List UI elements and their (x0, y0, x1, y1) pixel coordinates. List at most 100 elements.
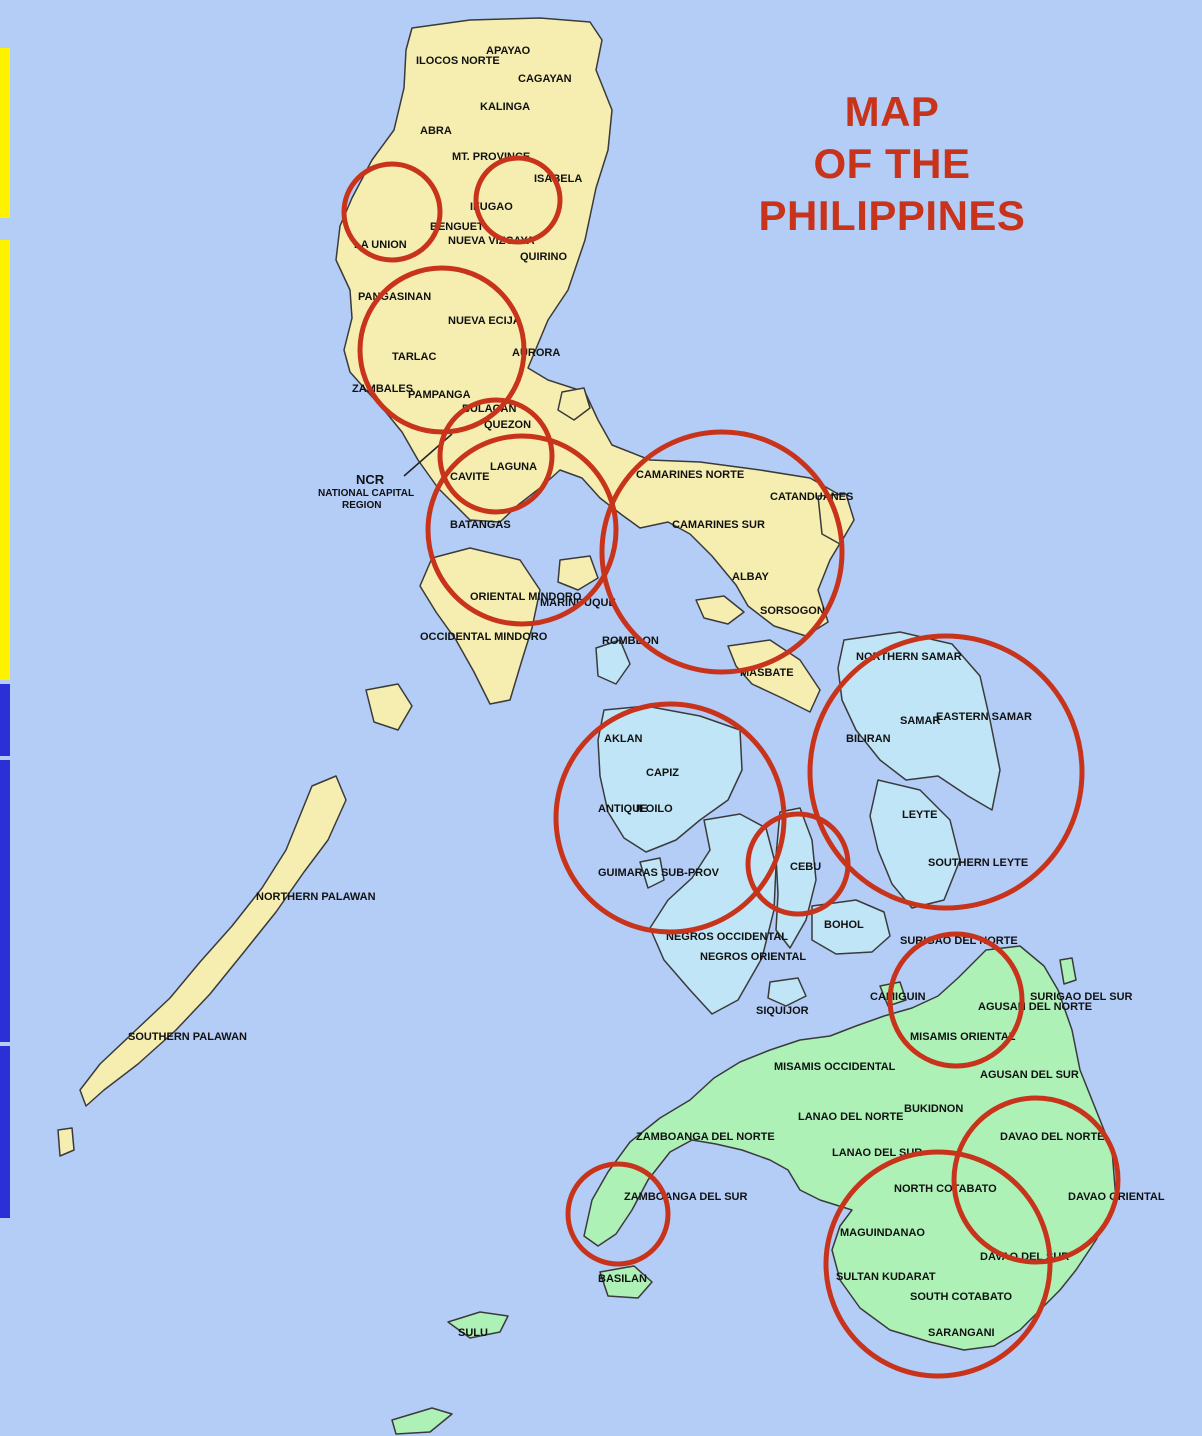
label-apayao: APAYAO (486, 45, 531, 57)
label-benguet: BENGUET (430, 221, 484, 233)
label-bohol: BOHOL (824, 919, 864, 931)
highlight-circle-cebu (745, 811, 851, 917)
label-basilan: BASILAN (598, 1273, 647, 1285)
label-sultan-kudarat: SULTAN KUDARAT (836, 1271, 936, 1283)
title-line-2: OF THE (813, 140, 971, 187)
label-cavite: CAVITE (450, 471, 490, 483)
label-agusan-del-sur: AGUSAN DEL SUR (980, 1069, 1079, 1081)
label-antique: ANTIQUE (598, 803, 648, 815)
romblon-island (595, 639, 631, 685)
title-line-3: PHILIPPINES (758, 192, 1026, 239)
left-bar-yellow-top (0, 48, 10, 218)
bohol-island (811, 899, 891, 955)
luzon-island (335, 17, 849, 637)
highlight-circle-nueva-ecija (357, 265, 527, 435)
label-misamis-occidental: MISAMIS OCCIDENTAL (774, 1061, 896, 1073)
label-zamboanga-del-norte: ZAMBOANGA DEL NORTE (636, 1131, 775, 1143)
label-aklan: AKLAN (604, 733, 643, 745)
guimaras-island (639, 857, 665, 889)
left-bar-blue-3 (0, 1046, 10, 1218)
label-davao-del-norte: DAVAO DEL NORTE (1000, 1131, 1105, 1143)
label-camarines-sur: CAMARINES SUR (672, 519, 765, 531)
label-ilocos-norte: ILOCOS NORTE (416, 55, 500, 67)
label-batangas: BATANGAS (450, 519, 511, 531)
label-pangasinan: PANGASINAN (358, 291, 431, 303)
leyte-island (869, 779, 961, 909)
label-camarines-norte: CAMARINES NORTE (636, 469, 744, 481)
siquijor-island (767, 977, 807, 1007)
label-lanao-del-norte: LANAO DEL NORTE (798, 1111, 904, 1123)
label-negros-occidental: NEGROS OCCIDENTAL (666, 931, 788, 943)
burias-island (695, 595, 745, 625)
label-nueva-ecija: NUEVA ECIJA (448, 315, 521, 327)
label-sorsogon: SORSOGON (760, 605, 825, 617)
label-sarangani: SARANGANI (928, 1327, 995, 1339)
label-catanduanes: CATANDUANES (770, 491, 853, 503)
label-surigao-del-sur: SURIGAO DEL SUR (1030, 991, 1133, 1003)
label-tarlac: TARLAC (392, 351, 436, 363)
label-aurora: AURORA (512, 347, 560, 359)
balabac-island (57, 1127, 75, 1157)
samar-island (837, 631, 1001, 811)
palawan-island (79, 775, 347, 1107)
panay-island (597, 705, 743, 853)
title-line-1: MAP (844, 88, 940, 135)
label-bukidnon: BUKIDNON (904, 1103, 963, 1115)
label-camiguin: CAMIGUIN (870, 991, 926, 1003)
highlight-circle-metro-manila (437, 397, 555, 515)
label-sulu: SULU (458, 1327, 488, 1339)
siargao-island (1059, 957, 1077, 985)
highlight-circle-batangas (425, 433, 619, 627)
highlight-circle-surigao (887, 931, 1025, 1069)
highlight-circle-la-union (341, 161, 443, 263)
label-south-cotabato: SOUTH COTABATO (910, 1291, 1012, 1303)
tawi-tawi-island (391, 1407, 453, 1435)
label-zamboanga-del-sur: ZAMBOANGA DEL SUR (624, 1191, 748, 1203)
label-north-cotabato: NORTH COTABATO (894, 1183, 997, 1195)
label-ncr: NCR (356, 472, 385, 487)
highlight-circle-zamboanga (565, 1161, 671, 1267)
highlight-circle-davao (951, 1095, 1121, 1265)
label-eastern-samar: EASTERN SAMAR (936, 711, 1032, 723)
label-isabela: ISABELA (534, 173, 582, 185)
label-siquijor: SIQUIJOR (756, 1005, 809, 1017)
highlight-circle-samar-leyte (807, 633, 1085, 911)
negros-island (649, 813, 777, 1015)
label-cagayan: CAGAYAN (518, 73, 572, 85)
label-cebu: CEBU (790, 861, 821, 873)
label-leyte: LEYTE (902, 809, 937, 821)
highlight-circle-cotabato (823, 1149, 1053, 1379)
label-northern-palawan: NORTHERN PALAWAN (256, 891, 376, 903)
highlight-circle-ifugao (473, 155, 563, 245)
label-southern-leyte: SOUTHERN LEYTE (928, 857, 1028, 869)
label-quirino: QUIRINO (520, 251, 568, 263)
highlight-circle-camarines-sur (599, 429, 845, 675)
label-negros-oriental: NEGROS ORIENTAL (700, 951, 806, 963)
label-guimaras: GUIMARAS SUB-PROV (598, 867, 720, 879)
label-samar: SAMAR (900, 715, 940, 727)
left-bar-yellow-main (0, 240, 10, 680)
left-bar-blue-1 (0, 684, 10, 756)
label-ifugao: IFUGAO (470, 201, 513, 213)
label-misamis-oriental: MISAMIS ORIENTAL (910, 1031, 1016, 1043)
label-occidental-mindoro: OCCIDENTAL MINDORO (420, 631, 548, 643)
label-pampanga: PAMPANGA (408, 389, 471, 401)
label-agusan-del-norte: AGUSAN DEL NORTE (978, 1001, 1092, 1013)
sulu-island (447, 1311, 509, 1339)
marinduque-island (557, 555, 599, 591)
label-albay: ALBAY (732, 571, 770, 583)
label-quezon: QUEZON (484, 419, 531, 431)
basilan-island (599, 1265, 653, 1299)
label-zambales: ZAMBALES (352, 383, 413, 395)
polillo-island (557, 387, 591, 421)
label-biliran: BILIRAN (846, 733, 891, 745)
label-laguna: LAGUNA (490, 461, 537, 473)
label-iloilo: ILOILO (636, 803, 673, 815)
label-maguindanao: MAGUINDANAO (840, 1227, 925, 1239)
label-ncr-full: NATIONAL CAPITAL (318, 488, 414, 499)
calamian-island (365, 683, 413, 731)
label-southern-palawan: SOUTHERN PALAWAN (128, 1031, 247, 1043)
label-oriental-mindoro: ORIENTAL MINDORO (470, 591, 582, 603)
